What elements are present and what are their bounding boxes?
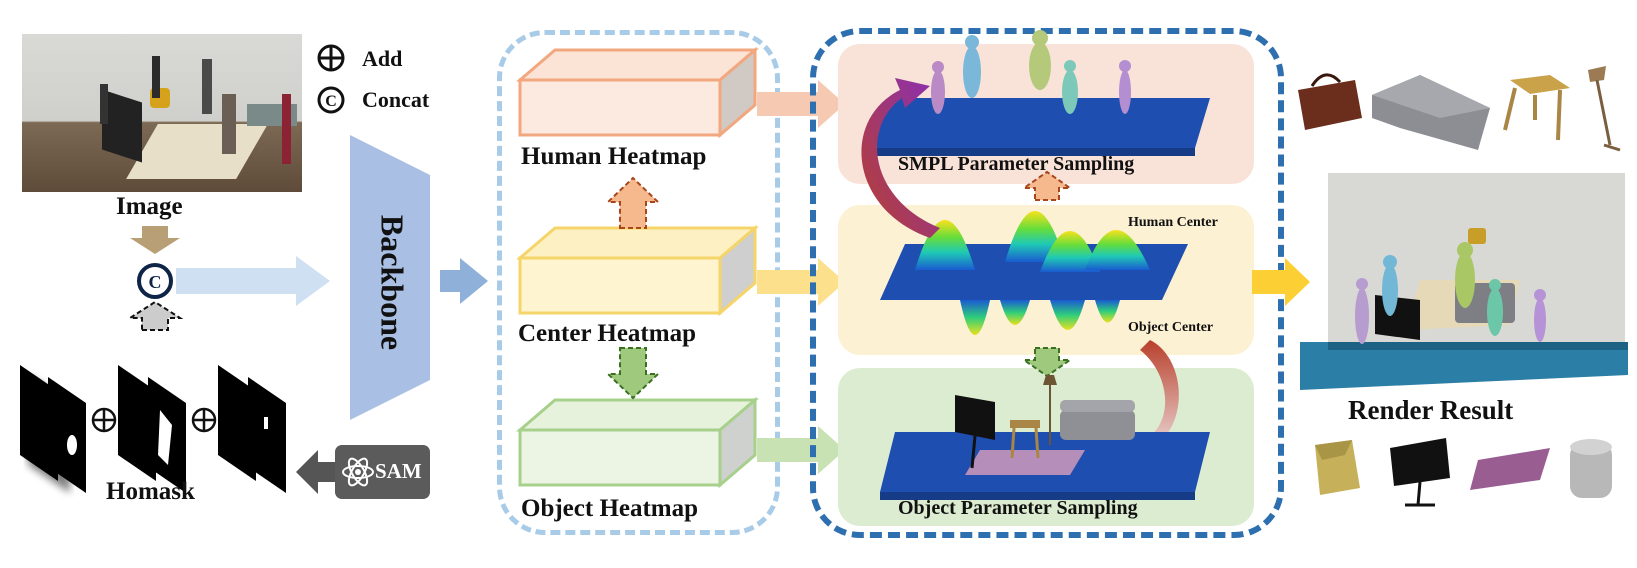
tv-model bbox=[1390, 438, 1450, 507]
atom-icon bbox=[342, 457, 374, 487]
to-render-arrow bbox=[1252, 258, 1310, 306]
smpl-sampling-label: SMPL Parameter Sampling bbox=[898, 153, 1135, 175]
center-heatmap-block bbox=[515, 224, 760, 317]
homask-masks bbox=[20, 365, 286, 493]
concat-to-backbone-arrow bbox=[176, 256, 330, 306]
rug-model bbox=[1470, 448, 1550, 490]
object-models bbox=[955, 375, 1135, 469]
human-center-curve-arrow bbox=[861, 78, 940, 238]
center-flow-arrow bbox=[757, 258, 845, 306]
center-heatmap-label: Center Heatmap bbox=[518, 320, 696, 347]
sofa-model bbox=[1372, 75, 1490, 150]
center-to-smpl-arrow bbox=[1020, 170, 1074, 201]
armchair-model bbox=[1315, 440, 1360, 495]
cylinder-model bbox=[1570, 439, 1612, 498]
object-sampling-label: Object Parameter Sampling bbox=[898, 497, 1138, 519]
render-scene bbox=[1300, 173, 1628, 390]
object-plane bbox=[880, 432, 1210, 500]
svg-text:C: C bbox=[149, 272, 162, 292]
object-heatmap-block bbox=[515, 396, 760, 489]
mask-group-2 bbox=[118, 365, 186, 493]
lamp-model bbox=[1588, 66, 1621, 152]
image-down-arrow bbox=[130, 226, 180, 254]
image-label: Image bbox=[116, 193, 183, 220]
backbone-block bbox=[350, 135, 430, 420]
homask-label: Homask bbox=[106, 478, 195, 505]
human-flow-arrow bbox=[757, 80, 845, 128]
stool-model bbox=[1503, 75, 1570, 141]
mask-group-1 bbox=[20, 365, 86, 493]
human-figures bbox=[931, 30, 1131, 114]
input-image bbox=[22, 34, 302, 192]
bag-model bbox=[1298, 73, 1362, 130]
center-to-object-arrow bbox=[605, 347, 661, 400]
object-center-label: Object Center bbox=[1128, 320, 1214, 335]
add-icon-2 bbox=[191, 407, 217, 433]
concat-icon: C bbox=[317, 86, 345, 114]
object-heatmap-label: Object Heatmap bbox=[521, 495, 699, 522]
human-center-label: Human Center bbox=[1128, 215, 1218, 230]
center-heatmap-surface bbox=[880, 211, 1188, 335]
concat-node-icon: C bbox=[137, 263, 173, 299]
sam-label: SAM bbox=[375, 459, 422, 483]
center-to-object-sampling-arrow bbox=[1020, 347, 1074, 378]
legend-concat-label: Concat bbox=[362, 87, 430, 112]
object-flow-arrow bbox=[757, 426, 845, 474]
legend-add-label: Add bbox=[362, 46, 403, 71]
center-to-human-arrow bbox=[605, 176, 661, 229]
add-icon-1 bbox=[91, 407, 117, 433]
add-icon bbox=[317, 44, 345, 72]
svg-text:C: C bbox=[325, 93, 337, 110]
human-heatmap-label: Human Heatmap bbox=[521, 143, 707, 170]
mask-group-3 bbox=[218, 365, 286, 493]
legend-symbols: C bbox=[317, 44, 345, 114]
sam-box: SAM bbox=[335, 445, 430, 499]
sam-to-homask-arrow bbox=[296, 450, 335, 494]
render-result-label: Render Result bbox=[1348, 395, 1514, 425]
homask-up-arrow bbox=[126, 300, 184, 331]
human-heatmap-block bbox=[515, 46, 760, 139]
